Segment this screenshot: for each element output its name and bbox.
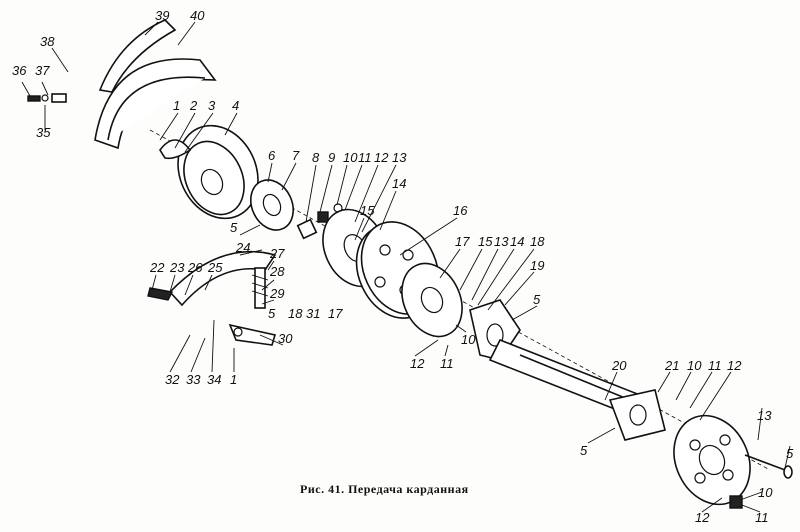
callout: 17 [455, 234, 470, 249]
rear-bolt [744, 454, 793, 479]
callout: 26 [187, 260, 203, 275]
callout: 35 [36, 125, 51, 140]
brake-lever [228, 323, 277, 346]
callout: 38 [40, 34, 55, 49]
callout: 1 [230, 372, 237, 387]
callout: 5 [230, 220, 238, 235]
flexible-disc-rear [401, 262, 463, 338]
callout: 5 [533, 292, 541, 307]
callout: 23 [169, 260, 185, 275]
callout: 5 [580, 443, 588, 458]
small-hardware [296, 203, 343, 240]
callout: 34 [207, 372, 221, 387]
callout: 6 [268, 148, 276, 163]
callout: 20 [611, 358, 627, 373]
callout: 13 [757, 408, 772, 423]
callout: 39 [155, 8, 169, 23]
callout: 13 [494, 234, 509, 249]
callout: 25 [207, 260, 223, 275]
drive-flange [250, 179, 294, 231]
callout: 11 [358, 150, 372, 165]
callout: 16 [453, 203, 468, 218]
callout: 12 [374, 150, 389, 165]
callout: 30 [278, 331, 293, 346]
callout: 3 [208, 98, 216, 113]
callout: 36 [12, 63, 27, 78]
brake-shield [94, 19, 217, 150]
callout: 5 [268, 306, 276, 321]
callout: 9 [328, 150, 335, 165]
callout: 24 [235, 240, 250, 255]
rear-nut [729, 495, 743, 509]
callout: 12 [410, 356, 425, 371]
rear-coupling [673, 414, 751, 506]
callout: 10 [343, 150, 358, 165]
callout: 18 [530, 234, 545, 249]
callout: 37 [35, 63, 50, 78]
callout: 29 [269, 286, 284, 301]
callout: 12 [695, 510, 710, 525]
callout: 10 [687, 358, 702, 373]
shield-bolt [27, 93, 67, 103]
brake-shoe [147, 250, 277, 307]
callout: 10 [758, 485, 773, 500]
spring-clip [159, 139, 192, 160]
callout: 11 [708, 358, 722, 373]
callout: 32 [165, 372, 180, 387]
callout: 10 [461, 332, 476, 347]
figure-caption: Рис. 41. Передача карданная [300, 482, 469, 496]
callout-layer: 39 40 38 36 37 35 1 2 3 4 6 7 8 9 10 11 … [12, 8, 794, 525]
callout: 14 [392, 176, 406, 191]
callout: 7 [292, 148, 300, 163]
callout: 28 [269, 264, 285, 279]
callout: 2 [189, 98, 198, 113]
rear-yoke [608, 389, 666, 441]
callout: 5 [786, 446, 794, 461]
callout: 13 [392, 150, 407, 165]
callout: 12 [727, 358, 742, 373]
callout: 18 [288, 306, 303, 321]
callout: 1 [173, 98, 180, 113]
callout: 17 [328, 306, 343, 321]
callout: 11 [755, 510, 769, 525]
callout: 31 [306, 306, 320, 321]
callout: 40 [190, 8, 205, 23]
spring-stud [251, 267, 269, 309]
brake-drum [177, 124, 259, 220]
callout: 21 [664, 358, 679, 373]
callout: 19 [530, 258, 544, 273]
callout: 27 [269, 246, 285, 261]
callout: 33 [186, 372, 201, 387]
callout: 8 [312, 150, 320, 165]
callout: 22 [149, 260, 165, 275]
callout: 14 [510, 234, 524, 249]
callout: 15 [478, 234, 493, 249]
callout: 4 [232, 98, 239, 113]
callout: 11 [440, 356, 454, 371]
